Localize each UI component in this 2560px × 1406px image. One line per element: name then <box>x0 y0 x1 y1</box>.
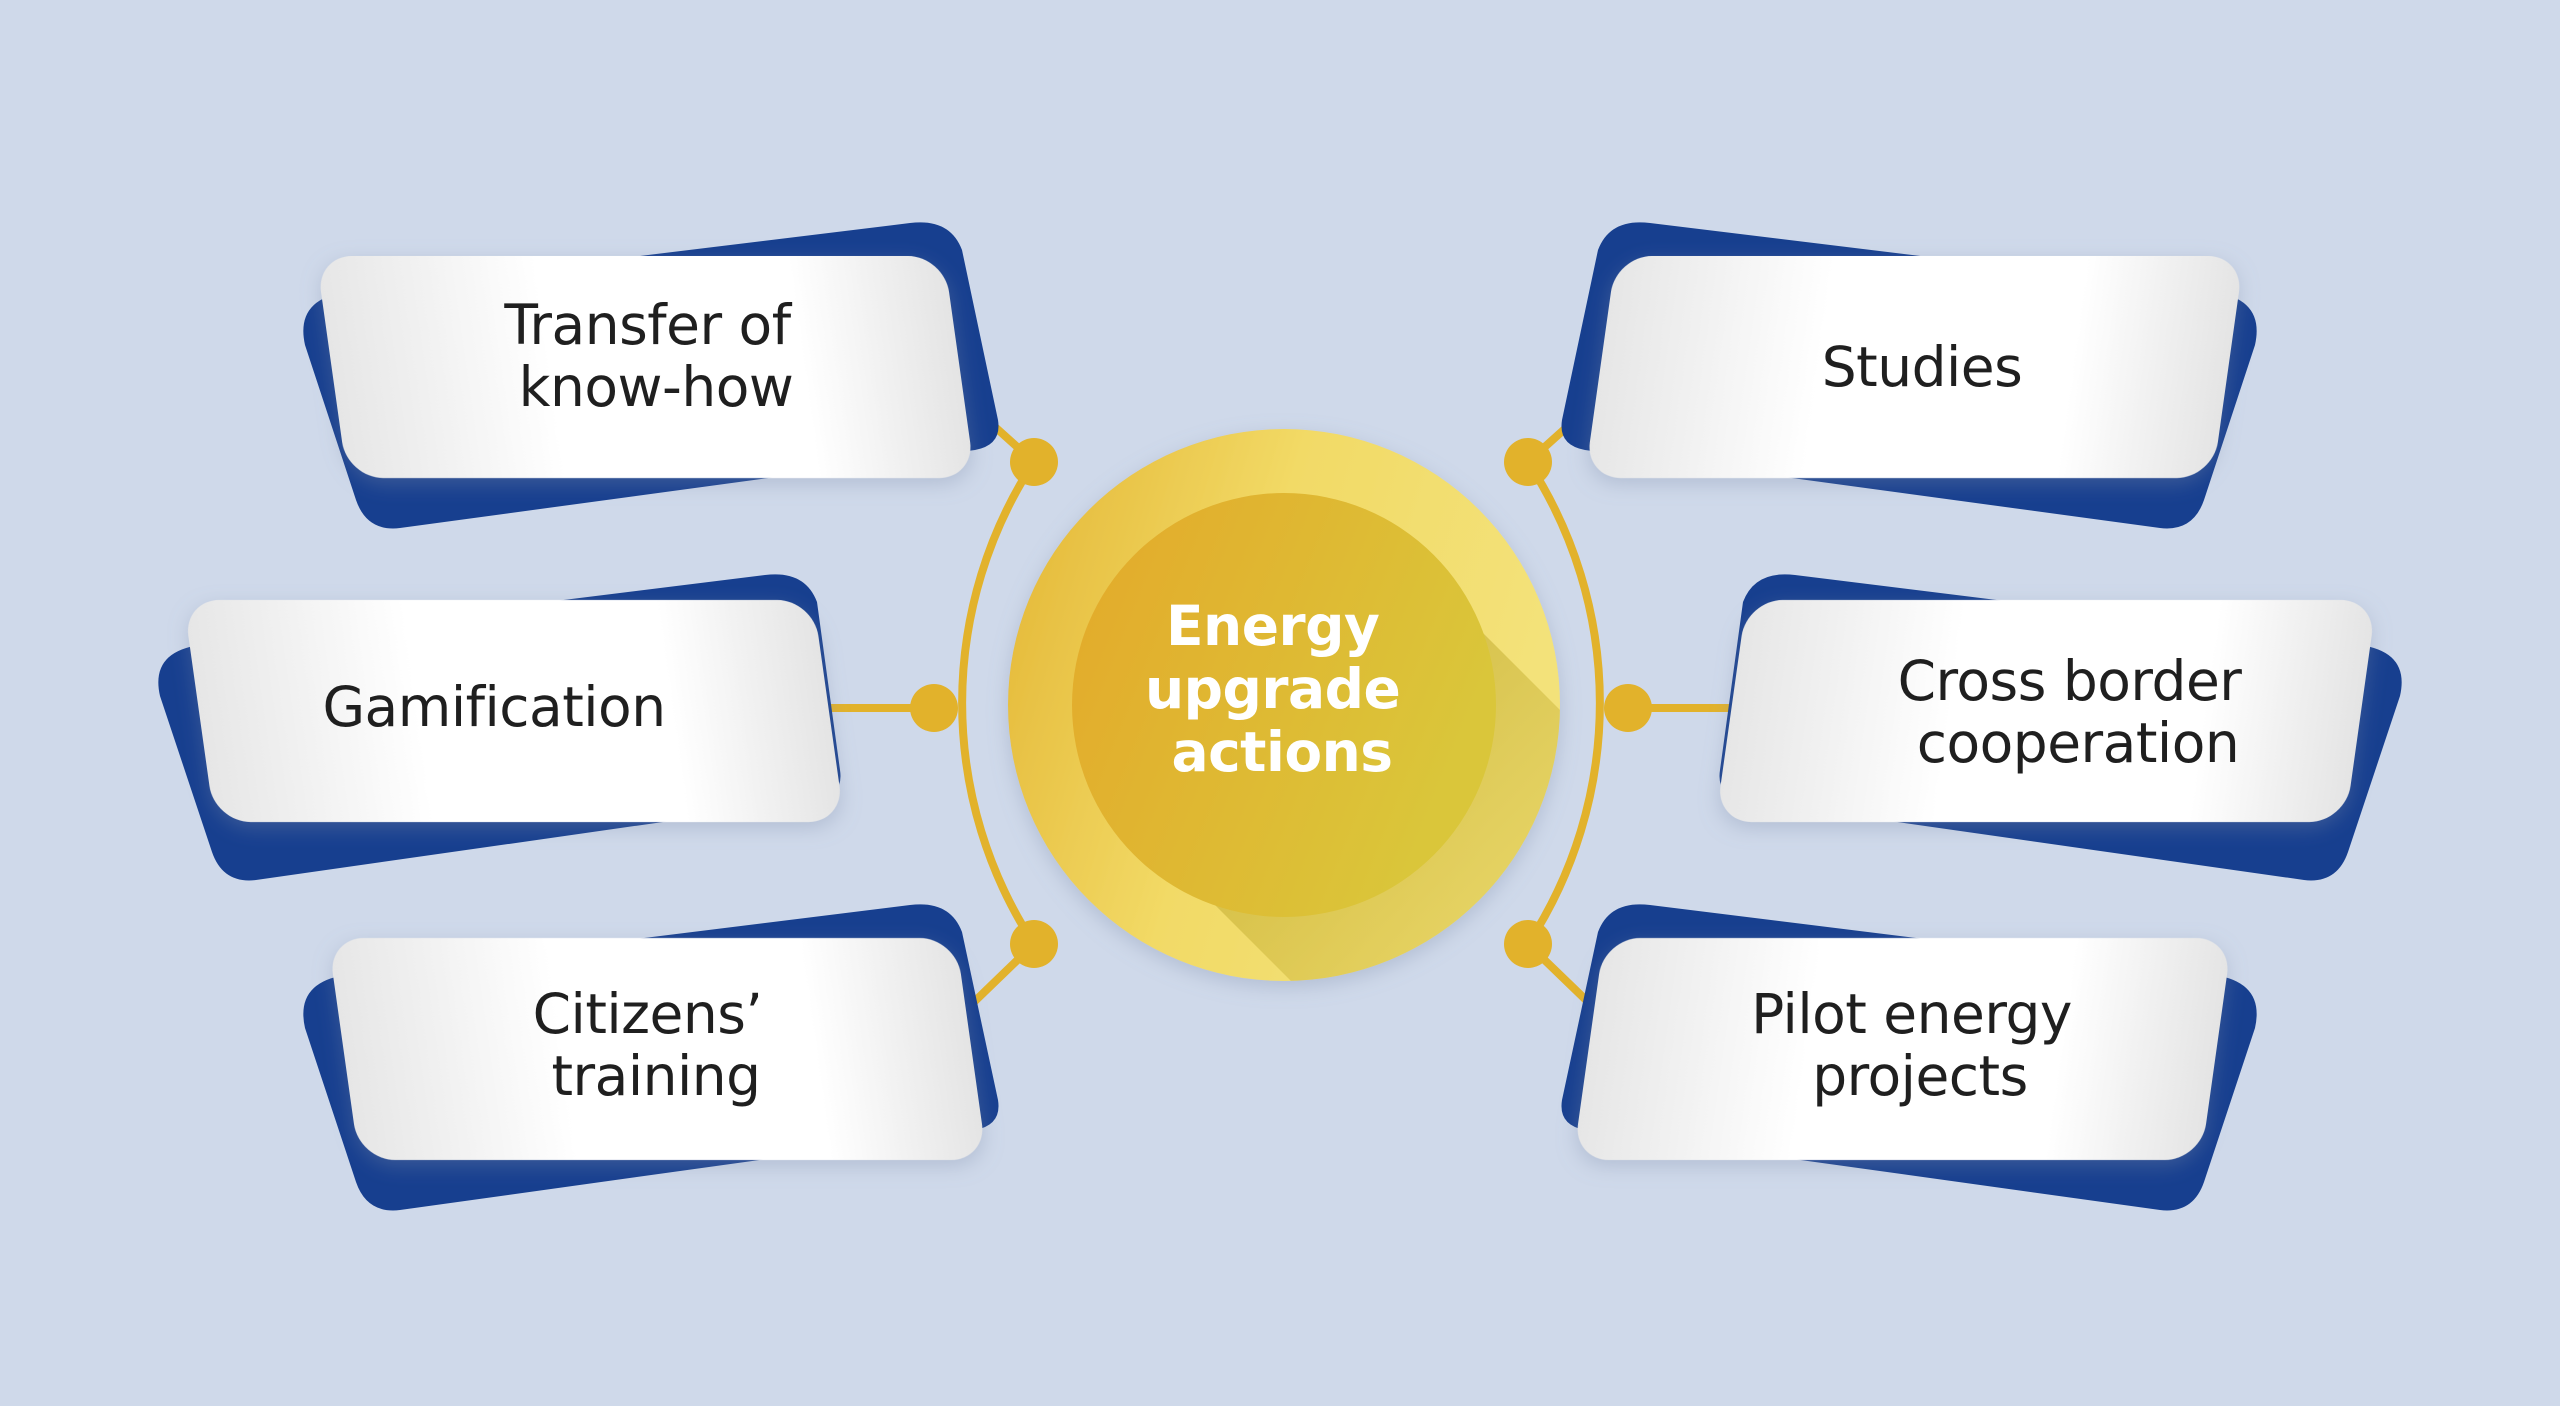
dot-crossborder <box>1604 684 1652 732</box>
card-body <box>1589 256 2240 478</box>
label-line-1: Studies <box>1822 335 2023 399</box>
connector-dots <box>910 438 1652 968</box>
dot-studies <box>1504 438 1552 486</box>
node-label: Studies <box>1822 335 2023 399</box>
center-line-1: Energy <box>1166 594 1379 658</box>
label-line-2: cooperation <box>1917 711 2239 775</box>
center-line-2: upgrade <box>1145 657 1400 721</box>
left-arc <box>958 458 1038 948</box>
node-gamification: Gamification <box>158 574 841 881</box>
card-body <box>1720 600 2372 822</box>
dot-transfer <box>1010 438 1058 486</box>
node-label: Transfer of know-how <box>503 293 807 419</box>
label-line-1: Cross border <box>1898 649 2243 713</box>
label-line-1: Citizens’ <box>533 982 763 1046</box>
card-body <box>320 256 971 478</box>
label-line-2: projects <box>1812 1044 2028 1108</box>
node-studies: Studies <box>1561 222 2257 529</box>
node-pilot: Pilot energy projects <box>1561 904 2257 1211</box>
label-line-1: Gamification <box>322 675 665 739</box>
label-line-2: know-how <box>519 355 794 419</box>
card-body <box>1577 938 2228 1160</box>
node-label: Pilot energy projects <box>1751 982 2089 1108</box>
label-line-2: training <box>551 1044 760 1108</box>
center-label: Energy upgrade actions <box>1145 594 1419 784</box>
dot-pilot <box>1504 920 1552 968</box>
hub-inner-circle <box>1072 493 1496 917</box>
node-label: Citizens’ training <box>533 982 780 1108</box>
card-body <box>332 938 983 1160</box>
center-hub: Energy upgrade actions <box>1008 429 1560 981</box>
card-body <box>188 600 840 822</box>
node-crossborder: Cross border cooperation <box>1719 574 2402 881</box>
center-line-3: actions <box>1171 720 1392 784</box>
right-arc <box>1524 458 1604 948</box>
label-line-1: Transfer of <box>503 293 792 357</box>
dot-citizens <box>1010 920 1058 968</box>
label-line-1: Pilot energy <box>1751 982 2072 1046</box>
node-transfer: Transfer of know-how <box>303 222 999 529</box>
dot-gamification <box>910 684 958 732</box>
node-citizens: Citizens’ training <box>303 904 999 1211</box>
node-label: Gamification <box>322 675 665 739</box>
node-label: Cross border cooperation <box>1898 649 2259 775</box>
